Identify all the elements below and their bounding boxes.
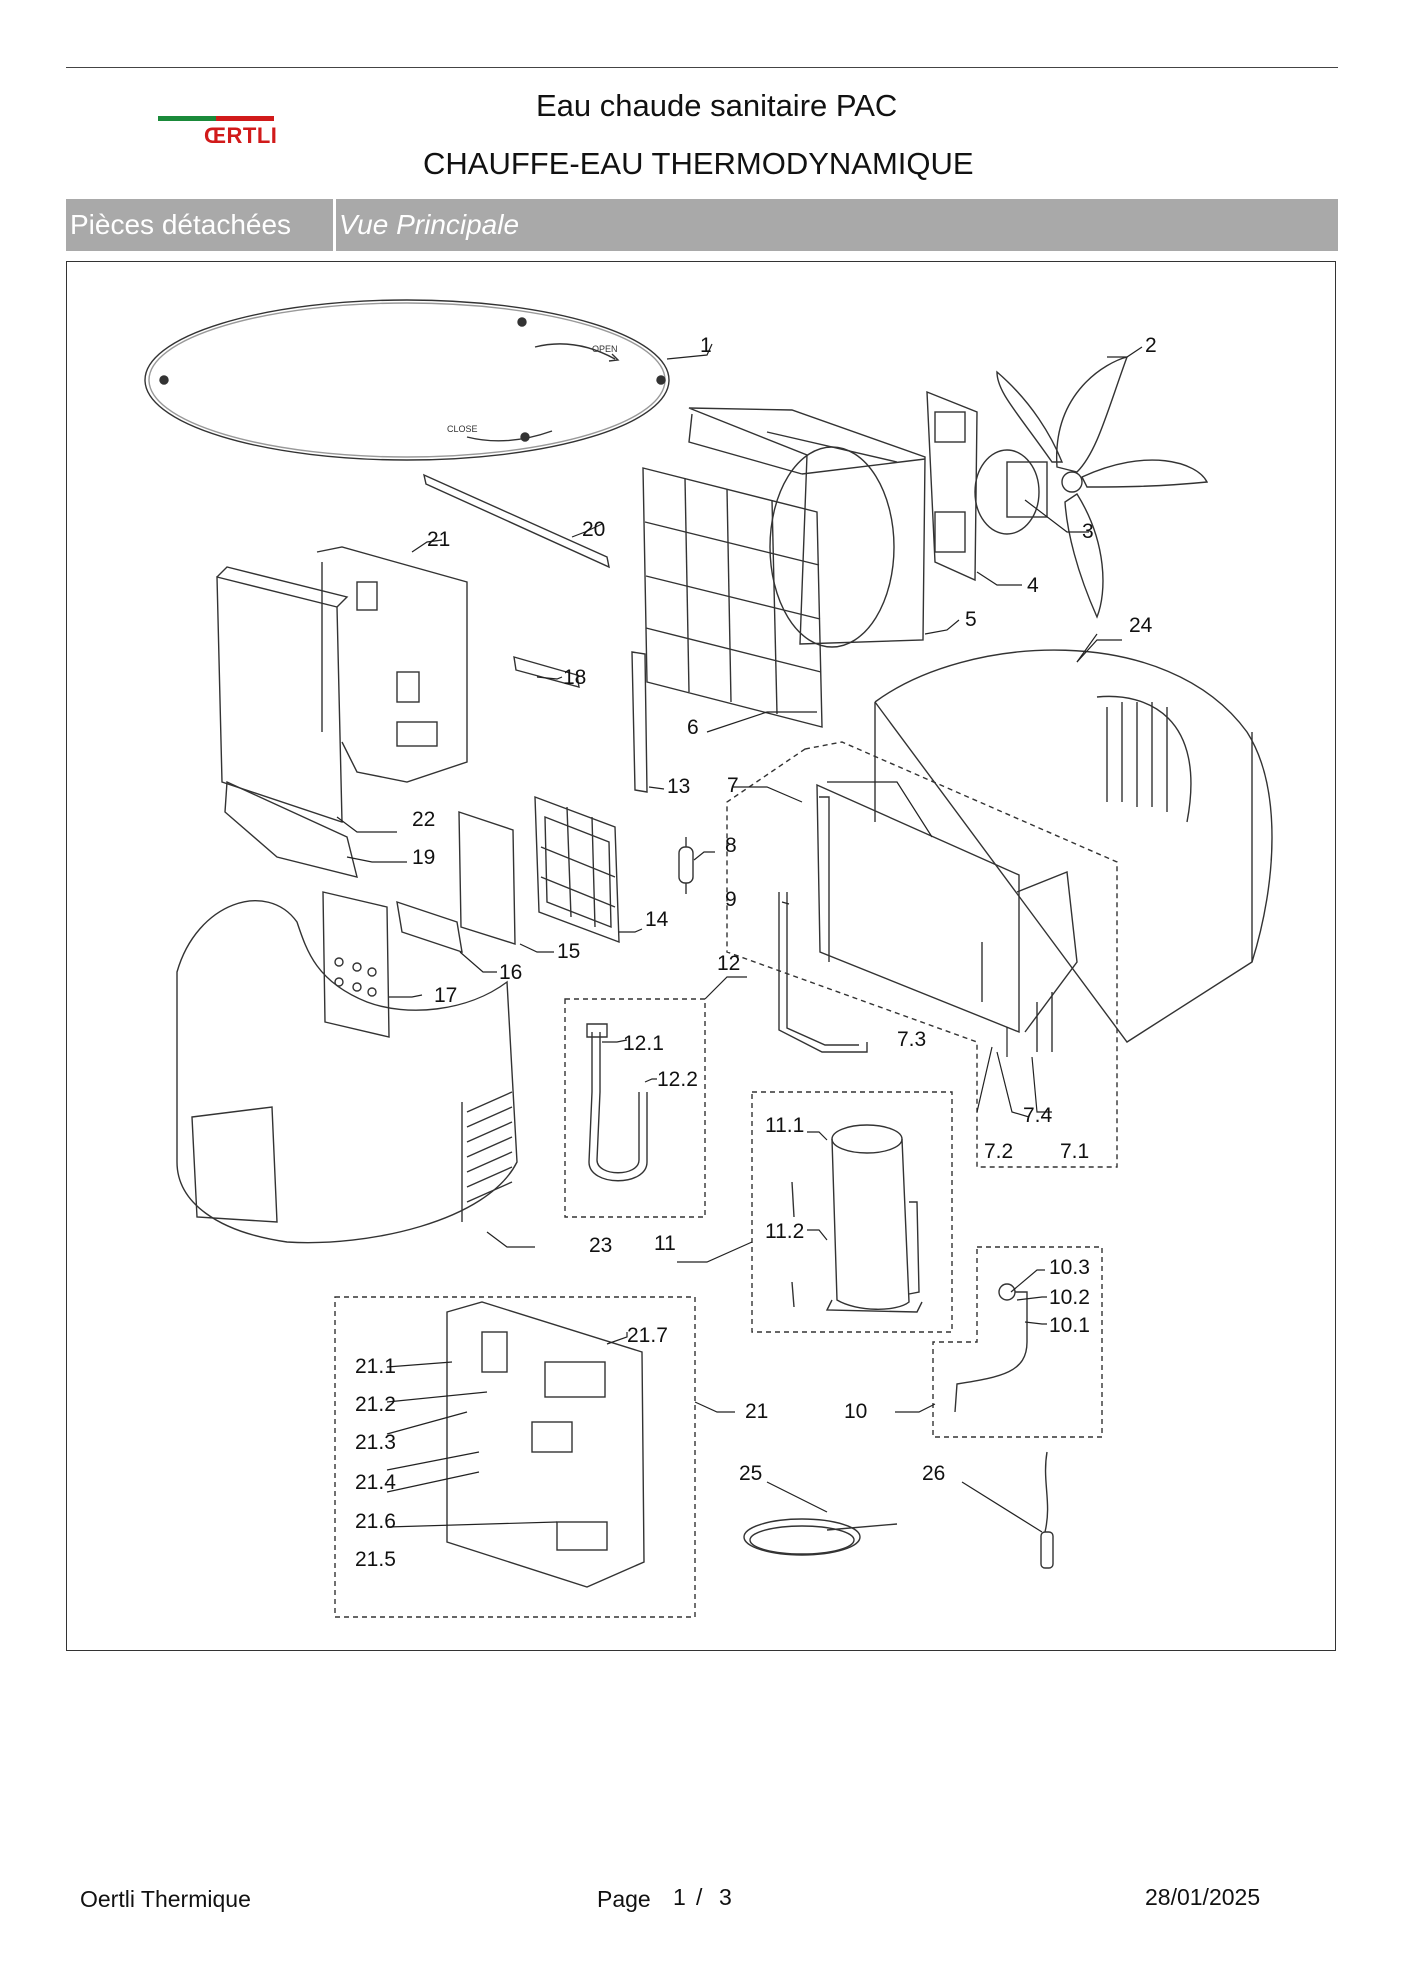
band-separator bbox=[333, 199, 336, 251]
oertli-logo: ŒRTLI bbox=[158, 114, 304, 154]
callout-1: 1 bbox=[700, 334, 712, 357]
callout-21-2: 21.2 bbox=[355, 1393, 396, 1416]
section-label: Pièces détachées bbox=[70, 209, 292, 240]
view-label: Vue Principale bbox=[339, 209, 520, 240]
callout-22: 22 bbox=[412, 808, 436, 831]
exploded-view-frame: OPEN CLOSE bbox=[66, 261, 1336, 1651]
part-19-bracket bbox=[224, 780, 358, 878]
callout-4: 4 bbox=[1027, 574, 1039, 597]
callout-14: 14 bbox=[645, 908, 669, 931]
logo-text: ŒRTLI bbox=[204, 123, 278, 148]
callout-24: 24 bbox=[1129, 614, 1153, 637]
part-22-control-cover bbox=[216, 566, 349, 823]
part-26-sensor bbox=[1040, 1451, 1054, 1569]
callout-10-3: 10.3 bbox=[1049, 1256, 1090, 1279]
exploded-view-drawing: OPEN CLOSE bbox=[144, 299, 1273, 1618]
callout-10-1: 10.1 bbox=[1049, 1314, 1090, 1337]
callout-21-5: 21.5 bbox=[355, 1548, 396, 1571]
callout-7-3: 7.3 bbox=[897, 1028, 927, 1051]
callout-15: 15 bbox=[557, 940, 581, 963]
callout-23: 23 bbox=[589, 1234, 613, 1257]
callout-21-6: 21.6 bbox=[355, 1510, 396, 1533]
part-8-filter-drier bbox=[678, 837, 694, 894]
callout-25: 25 bbox=[739, 1462, 763, 1485]
callout-11: 11 bbox=[654, 1232, 676, 1255]
callout-10-2: 10.2 bbox=[1049, 1286, 1090, 1309]
callout-21: 21 bbox=[427, 528, 451, 551]
callout-9: 9 bbox=[725, 888, 737, 911]
svg-text:OPEN: OPEN bbox=[592, 344, 618, 354]
callout-10: 10 bbox=[844, 1400, 868, 1423]
callout-7-1: 7.1 bbox=[1060, 1140, 1090, 1163]
part-3-fan-motor bbox=[974, 449, 1048, 535]
part-7-evaporator-group bbox=[726, 741, 1118, 1168]
callout-2: 2 bbox=[1145, 334, 1157, 357]
part-5-fan-housing bbox=[688, 407, 926, 648]
section-band: Pièces détachées Vue Principale bbox=[66, 199, 1338, 251]
part-13-rail bbox=[631, 651, 648, 793]
callout-7-4: 7.4 bbox=[1023, 1104, 1053, 1127]
part-10-valve-group bbox=[932, 1246, 1103, 1438]
callout-18: 18 bbox=[563, 666, 587, 689]
footer-company: Oertli Thermique bbox=[80, 1886, 251, 1912]
part-4-motor-bracket bbox=[926, 390, 978, 582]
footer-date: 28/01/2025 bbox=[1145, 1884, 1261, 1910]
callout-13: 13 bbox=[667, 775, 691, 798]
callout-20: 20 bbox=[582, 518, 606, 541]
top-rule bbox=[66, 67, 1338, 68]
callout-12-2: 12.2 bbox=[657, 1068, 698, 1091]
callout-3: 3 bbox=[1082, 520, 1094, 543]
callout-7-2: 7.2 bbox=[984, 1140, 1014, 1163]
part-18-bracket bbox=[513, 656, 580, 688]
footer-page-separator: / bbox=[696, 1884, 703, 1910]
callout-12-1: 12.1 bbox=[623, 1032, 664, 1055]
footer-page-total: 3 bbox=[719, 1884, 732, 1910]
leader-lines bbox=[336, 343, 1143, 1533]
part-23-front-casing bbox=[176, 900, 518, 1244]
callout-21-7: 21.7 bbox=[627, 1324, 668, 1347]
svg-text:CLOSE: CLOSE bbox=[447, 424, 478, 434]
callout-11-1: 11.1 bbox=[765, 1114, 805, 1137]
part-11-compressor-group bbox=[751, 1091, 953, 1333]
callout-21-4: 21.4 bbox=[355, 1471, 396, 1494]
callout-19: 19 bbox=[412, 846, 436, 869]
part-15-panel bbox=[458, 811, 516, 945]
part-21-control-box-upper bbox=[316, 546, 468, 783]
footer-page-current: 1 bbox=[673, 1884, 686, 1910]
callout-8: 8 bbox=[725, 834, 737, 857]
callout-17: 17 bbox=[434, 984, 458, 1007]
callout-7: 7 bbox=[727, 774, 739, 797]
part-9-pipe bbox=[778, 892, 868, 1053]
part-1-top-cover: OPEN CLOSE bbox=[144, 299, 670, 461]
part-24-rear-casing bbox=[874, 649, 1273, 1043]
callout-21-3: 21.3 bbox=[355, 1431, 396, 1454]
callout-21-1: 21.1 bbox=[355, 1355, 396, 1378]
part-14-filter bbox=[534, 795, 620, 944]
callout-12: 12 bbox=[717, 952, 741, 975]
footer-page-label: Page bbox=[597, 1886, 651, 1912]
page-title: Eau chaude sanitaire PAC bbox=[536, 88, 898, 123]
part-2-fan-propeller bbox=[996, 356, 1209, 619]
callout-11-2: 11.2 bbox=[765, 1220, 805, 1243]
part-25-sensor-cable bbox=[743, 1518, 898, 1556]
callout-26: 26 bbox=[922, 1462, 946, 1485]
callout-6: 6 bbox=[687, 716, 699, 739]
part-20-bracket bbox=[423, 473, 610, 569]
callout-5: 5 bbox=[965, 608, 977, 631]
callout-16: 16 bbox=[499, 961, 523, 984]
logo-red-bar bbox=[216, 116, 274, 121]
part-16-frame bbox=[396, 900, 463, 954]
callout-21-box: 21 bbox=[745, 1400, 769, 1423]
part-17-display bbox=[322, 891, 390, 1038]
part-6-filter-grille bbox=[642, 467, 823, 728]
part-12-pipe-group bbox=[564, 998, 706, 1218]
logo-green-bar bbox=[158, 116, 216, 121]
page-subtitle: CHAUFFE-EAU THERMODYNAMIQUE bbox=[423, 146, 974, 181]
part-21-control-box-lower bbox=[334, 1296, 696, 1618]
